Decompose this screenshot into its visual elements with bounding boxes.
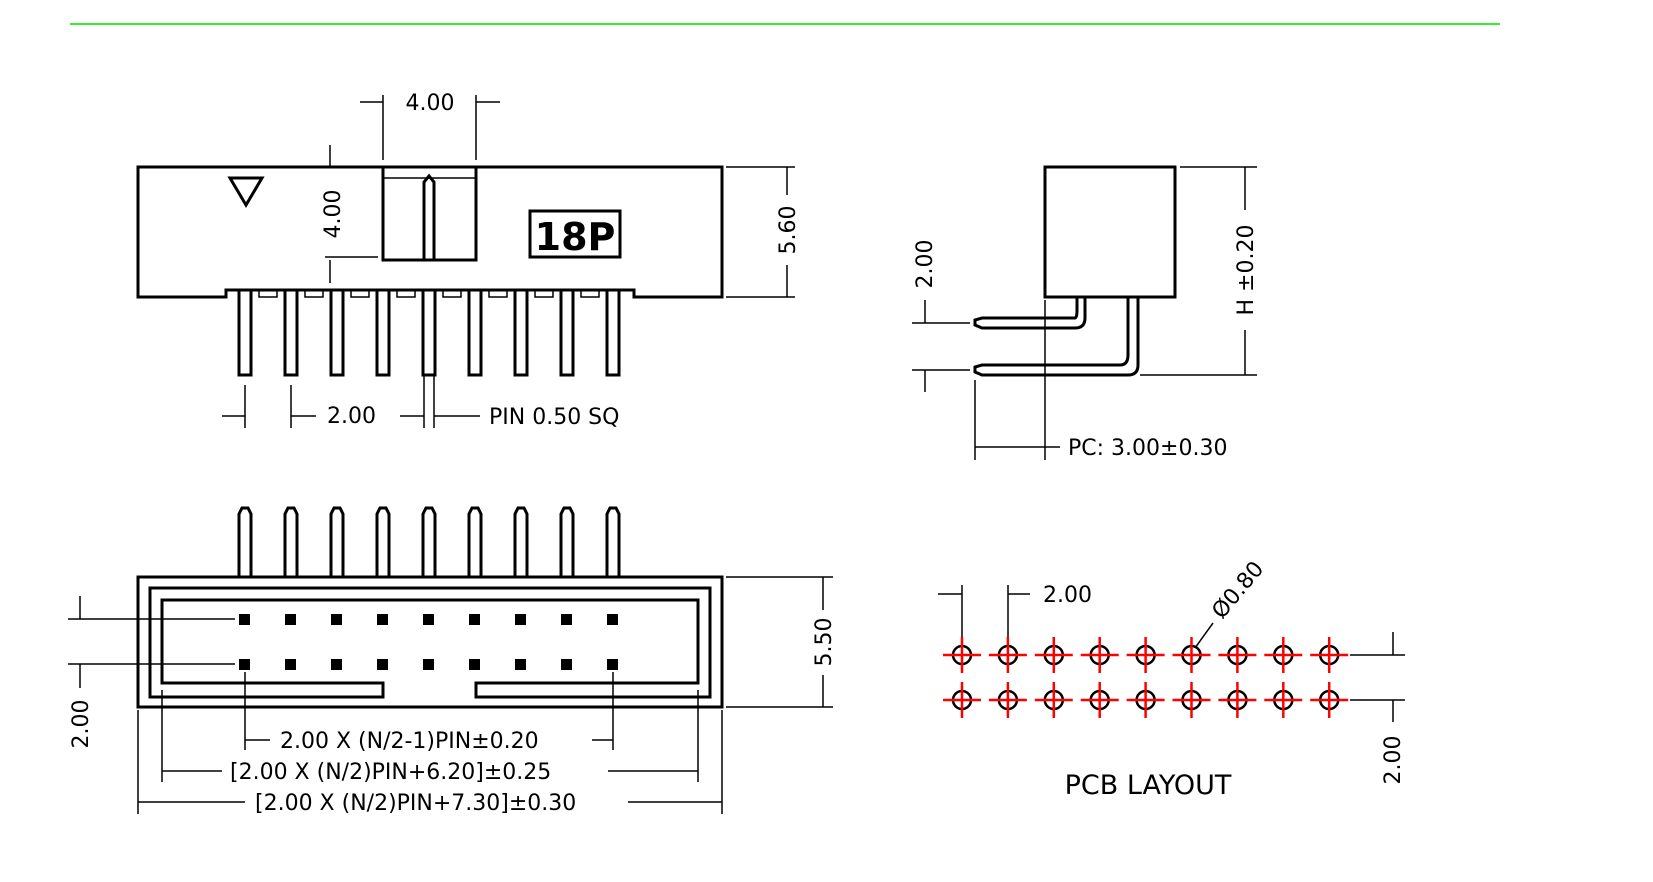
top-notch (304, 290, 324, 298)
bottom-pad-top (331, 614, 342, 625)
dim-latch-depth: 4.00 (321, 190, 346, 239)
bottom-pad-bottom (285, 659, 296, 670)
dim-height-550: 5.50 (812, 618, 837, 667)
bottom-pad-bottom (607, 659, 618, 670)
top-notch (396, 290, 416, 298)
side-pin-upper (973, 297, 1087, 330)
pcb-dim-pitch: 2.00 (1043, 583, 1092, 608)
bottom-pin-tip (375, 506, 391, 577)
bottom-shroud (148, 586, 712, 699)
bottom-pin-tip (329, 506, 345, 577)
bottom-pin-tip (559, 506, 575, 577)
bottom-pad-bottom (239, 659, 250, 670)
bottom-pad-top (239, 614, 250, 625)
top-pin (513, 288, 529, 377)
bottom-pad-bottom (515, 659, 526, 670)
side-pin-lower (973, 297, 1140, 377)
bottom-body (136, 575, 724, 709)
bottom-pin-tip (513, 506, 529, 577)
pcb-layout: 2.00 Ø0.80 2.00 PCB LAYOUT (938, 557, 1406, 801)
top-pin (237, 288, 253, 377)
side-view: H ±0.20 2.00 PC: 3.00±0.30 (912, 165, 1259, 461)
bottom-pin-tip (605, 506, 621, 577)
bottom-pin-tip (421, 506, 437, 577)
pcb-layout-title: PCB LAYOUT (1065, 770, 1232, 801)
dim-pin-span: 2.00 X (N/2-1)PIN±0.20 (280, 729, 539, 754)
bottom-view: 2.00 5.50 2.00 X (N/2-1)PIN±0.20 [2.00 X… (68, 506, 837, 816)
top-pin (375, 288, 391, 377)
top-notch (488, 290, 508, 298)
bottom-pin-tip (237, 506, 253, 577)
top-body-outline (136, 165, 724, 299)
bottom-pad-bottom (469, 659, 480, 670)
top-notch (534, 290, 554, 298)
latch-center-pin (422, 173, 436, 260)
pin-count-box (528, 209, 622, 259)
dim-inner-length: [2.00 X (N/2)PIN+6.20]±0.25 (230, 760, 551, 785)
bottom-pad-bottom (377, 659, 388, 670)
top-view: 18P 4.00 4.00 5.60 2.00 PIN 0.50 SQ (136, 91, 801, 430)
pcb-dim-hole: Ø0.80 (1207, 557, 1269, 624)
dim-outer-length: [2.00 X (N/2)PIN+7.30]±0.30 (255, 791, 576, 816)
dim-pc: PC: 3.00±0.30 (1068, 436, 1227, 461)
pin-count-label: 18P (535, 215, 616, 259)
bottom-pin-tip (467, 506, 483, 577)
bottom-pad-bottom (561, 659, 572, 670)
bottom-pad-top (515, 614, 526, 625)
bottom-pad-top (607, 614, 618, 625)
top-pin (329, 288, 345, 377)
bottom-pad-bottom (423, 659, 434, 670)
dim-row-side: 2.00 (913, 240, 938, 289)
bottom-pad-top (561, 614, 572, 625)
top-notch (258, 290, 278, 298)
bottom-pad-top (423, 614, 434, 625)
side-body (1043, 165, 1177, 299)
bottom-pad-top (469, 614, 480, 625)
dim-row-bottom: 2.00 (69, 700, 94, 749)
bottom-pad-top (285, 614, 296, 625)
top-notch (350, 290, 370, 298)
latch-window (381, 165, 478, 262)
top-pin (421, 288, 437, 377)
top-pin (605, 288, 621, 377)
bottom-pin-tip (283, 506, 299, 577)
dim-h: H ±0.20 (1234, 225, 1259, 316)
top-pin (283, 288, 299, 377)
bottom-pad-bottom (331, 659, 342, 670)
top-pin (559, 288, 575, 377)
dim-pitch: 2.00 (327, 404, 376, 429)
top-notch (580, 290, 600, 298)
pin1-triangle-icon (227, 176, 265, 208)
pcb-dim-row: 2.00 (1381, 736, 1406, 785)
bottom-pad-top (377, 614, 388, 625)
pin-size-note: PIN 0.50 SQ (489, 405, 619, 430)
dim-latch-width: 4.00 (406, 91, 455, 116)
top-pin (467, 288, 483, 377)
dim-height-560: 5.60 (776, 206, 801, 255)
top-notch (442, 290, 462, 298)
